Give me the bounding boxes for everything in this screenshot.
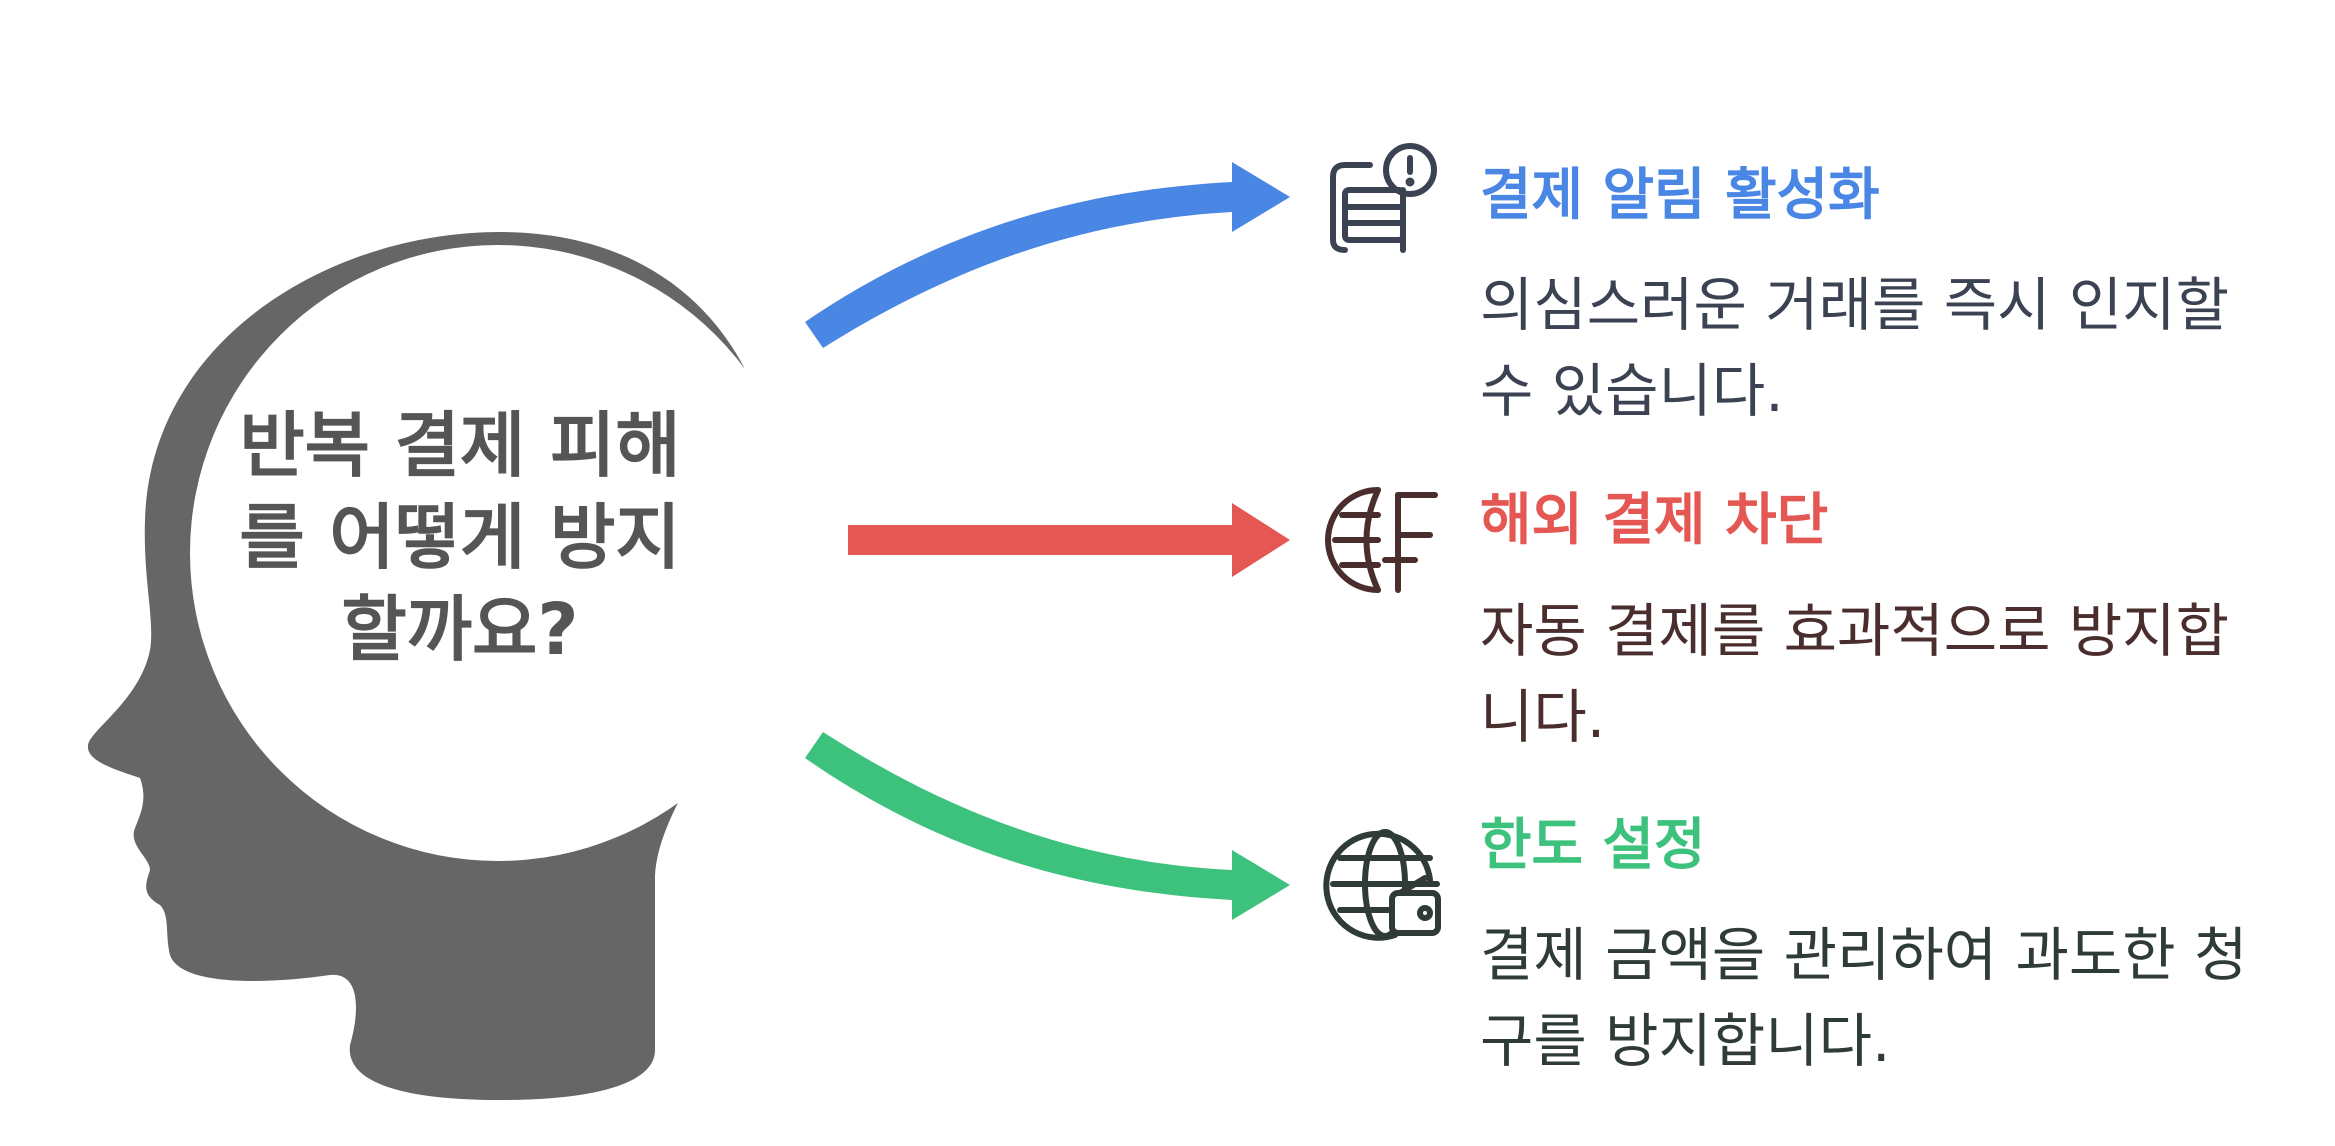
item-title-overseas-block: 해외 결제 차단 [1480,488,1829,553]
arrow-bottom [805,732,1290,920]
item-desc-alerts: 의심스러운 거래를 즉시 인지할 수 있습니다. [1480,271,2229,425]
document-alert-icon [1330,143,1437,253]
arrow-top [805,162,1290,348]
item-desc-limit: 결제 금액을 관리하여 과도한 청구를 방지합니다. [1480,921,2248,1075]
item-desc-overseas-block: 자동 결제를 효과적으로 방지합니다. [1480,597,2229,751]
item-title-alerts: 결제 알림 활성화 [1480,163,1880,228]
center-title: 반복 결제 피해 를 어떻게 방지 할까요? [239,404,681,671]
arrow-middle [848,503,1290,577]
head-circle [190,245,806,861]
globe-wallet-icon [1323,829,1441,941]
globe-franc-icon [1325,487,1438,593]
item-title-limit: 한도 설정 [1480,813,1706,878]
